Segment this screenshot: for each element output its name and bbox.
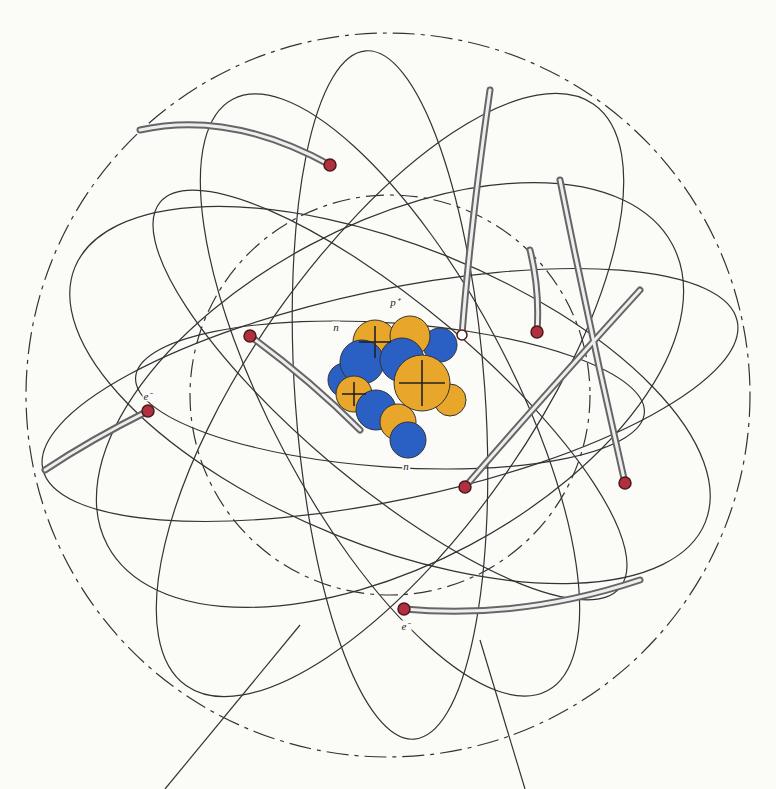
particle-label: p⁺ [389,297,401,308]
particle-label: n [332,322,340,333]
electrons [142,159,631,615]
electron-trails [45,90,640,611]
particle-label: n [402,461,410,472]
particle-label: e⁻ [401,621,412,632]
nucleus [328,316,466,458]
outer-shell [26,33,750,757]
particle-label: e⁻ [143,391,154,402]
inner-shell [190,195,590,595]
orbits [19,24,762,766]
